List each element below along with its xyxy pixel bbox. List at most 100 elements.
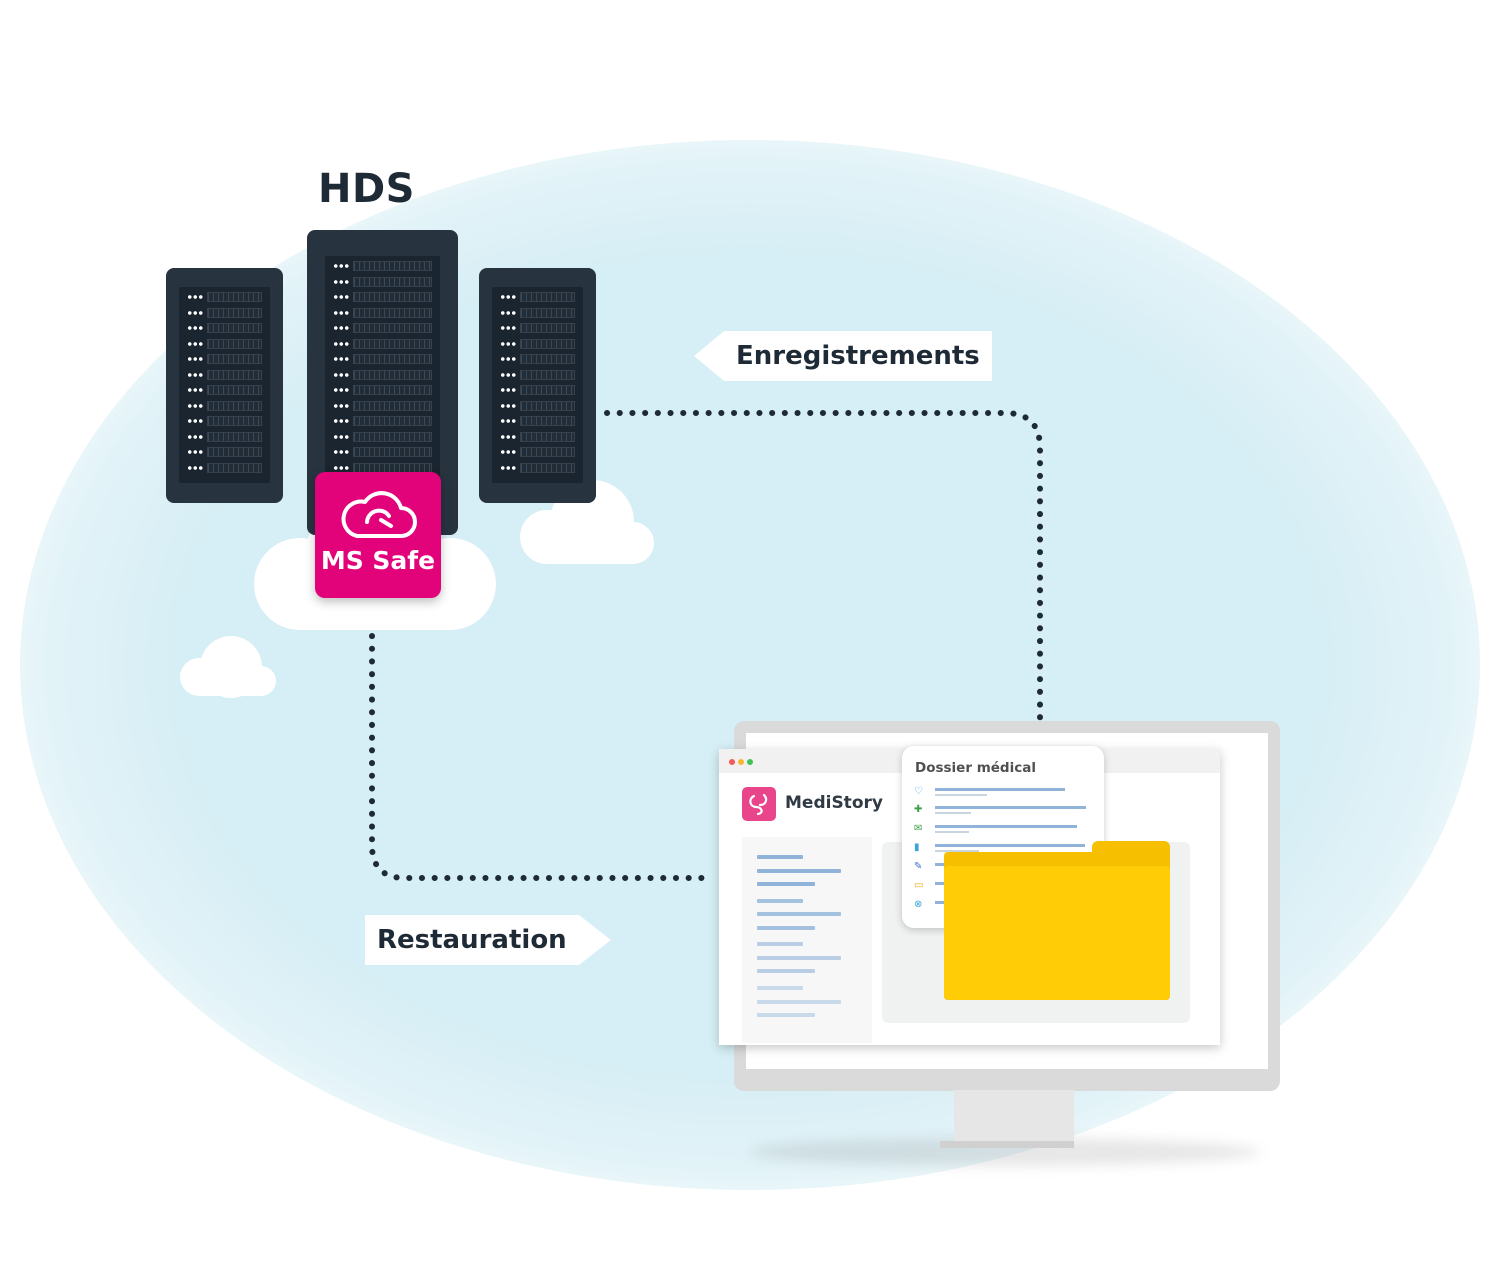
status-lights-icon — [333, 465, 349, 470]
server-grille — [520, 338, 575, 349]
server-slot — [498, 462, 577, 474]
status-lights-icon — [333, 388, 349, 392]
hds-title: HDS — [318, 166, 415, 212]
server-slot — [331, 276, 434, 288]
server-slot — [498, 446, 577, 458]
server-grille — [353, 431, 432, 442]
status-lights-icon — [333, 450, 349, 454]
status-lights-icon — [500, 357, 516, 361]
record-row: ♡ — [914, 786, 1092, 798]
status-lights-icon — [333, 341, 349, 346]
record-row: ✉ — [914, 823, 1092, 835]
server-slot — [185, 446, 264, 458]
rack-right — [492, 287, 583, 483]
server-grille — [353, 385, 432, 395]
app-sidebar — [742, 837, 872, 1043]
medistory-logo-icon — [742, 787, 776, 821]
status-lights-icon — [187, 388, 203, 392]
server-slot — [185, 338, 264, 350]
label-restauration: Restauration — [365, 915, 611, 965]
server-grille — [520, 431, 575, 442]
medical-record-title: Dossier médical — [915, 760, 1036, 776]
status-lights-icon — [187, 372, 203, 377]
server-slot — [498, 307, 577, 319]
server-slot — [185, 462, 264, 474]
medical-record-card: Dossier médical ♡ ✚ ✉ ▮ ✎ ▭ ⊗ — [902, 746, 1104, 928]
status-lights-icon — [333, 264, 349, 268]
server-grille — [520, 462, 575, 473]
server-slot — [331, 415, 434, 427]
server-slot — [331, 260, 434, 272]
server-slot — [498, 431, 577, 443]
window-maximize-icon — [747, 759, 753, 765]
server-slot — [185, 415, 264, 427]
server-grille — [520, 323, 575, 333]
pencil-icon: ✎ — [914, 861, 923, 872]
server-slot — [331, 431, 434, 443]
status-lights-icon — [500, 341, 516, 346]
server-slot — [185, 307, 264, 319]
server-grille — [207, 323, 262, 333]
cloud-sync-icon — [341, 491, 417, 538]
server-grille — [520, 307, 575, 318]
status-lights-icon — [187, 403, 203, 408]
server-grille — [353, 261, 432, 271]
cloud-small — [180, 636, 280, 698]
server-grille — [207, 416, 262, 426]
server-right — [479, 268, 596, 503]
rack-center — [325, 256, 440, 506]
server-grille — [207, 292, 262, 302]
server-slot — [331, 446, 434, 458]
status-lights-icon — [187, 310, 203, 315]
server-slot — [331, 338, 434, 350]
status-lights-icon — [333, 279, 349, 284]
server-grille — [207, 354, 262, 364]
server-slot — [498, 322, 577, 334]
server-grille — [207, 338, 262, 349]
status-lights-icon — [500, 403, 516, 408]
server-slot — [498, 369, 577, 381]
monitor-stand — [954, 1090, 1074, 1142]
server-grille — [520, 447, 575, 457]
rack-left — [179, 287, 270, 483]
status-lights-icon — [187, 419, 203, 423]
server-grille — [207, 369, 262, 380]
server-slot — [185, 291, 264, 303]
server-grille — [353, 400, 432, 411]
server-slot — [498, 338, 577, 350]
server-grille — [207, 385, 262, 395]
ms-safe-badge: MS Safe — [315, 472, 441, 598]
server-grille — [207, 447, 262, 457]
window-minimize-icon — [738, 759, 744, 765]
server-grille — [353, 354, 432, 364]
server-slot — [498, 415, 577, 427]
status-lights-icon — [187, 326, 203, 330]
server-grille — [207, 431, 262, 442]
status-lights-icon — [187, 341, 203, 346]
server-slot — [185, 400, 264, 412]
monitor-base — [940, 1141, 1074, 1148]
status-lights-icon — [500, 326, 516, 330]
connector-enregistrements — [604, 410, 1043, 741]
plus-icon: ✚ — [914, 804, 923, 815]
server-grille — [520, 400, 575, 411]
window-close-icon — [729, 759, 735, 765]
status-lights-icon — [187, 295, 203, 299]
server-grille — [520, 292, 575, 302]
server-slot — [331, 307, 434, 319]
status-lights-icon — [333, 295, 349, 299]
server-grille — [353, 276, 432, 287]
status-lights-icon — [333, 357, 349, 361]
server-grille — [353, 447, 432, 457]
status-lights-icon — [500, 419, 516, 423]
status-lights-icon — [187, 450, 203, 454]
status-lights-icon — [333, 310, 349, 315]
connector-restauration — [369, 633, 709, 881]
server-grille — [353, 323, 432, 333]
status-lights-icon — [333, 434, 349, 439]
server-slot — [185, 384, 264, 396]
server-grille — [207, 307, 262, 318]
status-lights-icon — [500, 465, 516, 470]
server-slot — [498, 353, 577, 365]
